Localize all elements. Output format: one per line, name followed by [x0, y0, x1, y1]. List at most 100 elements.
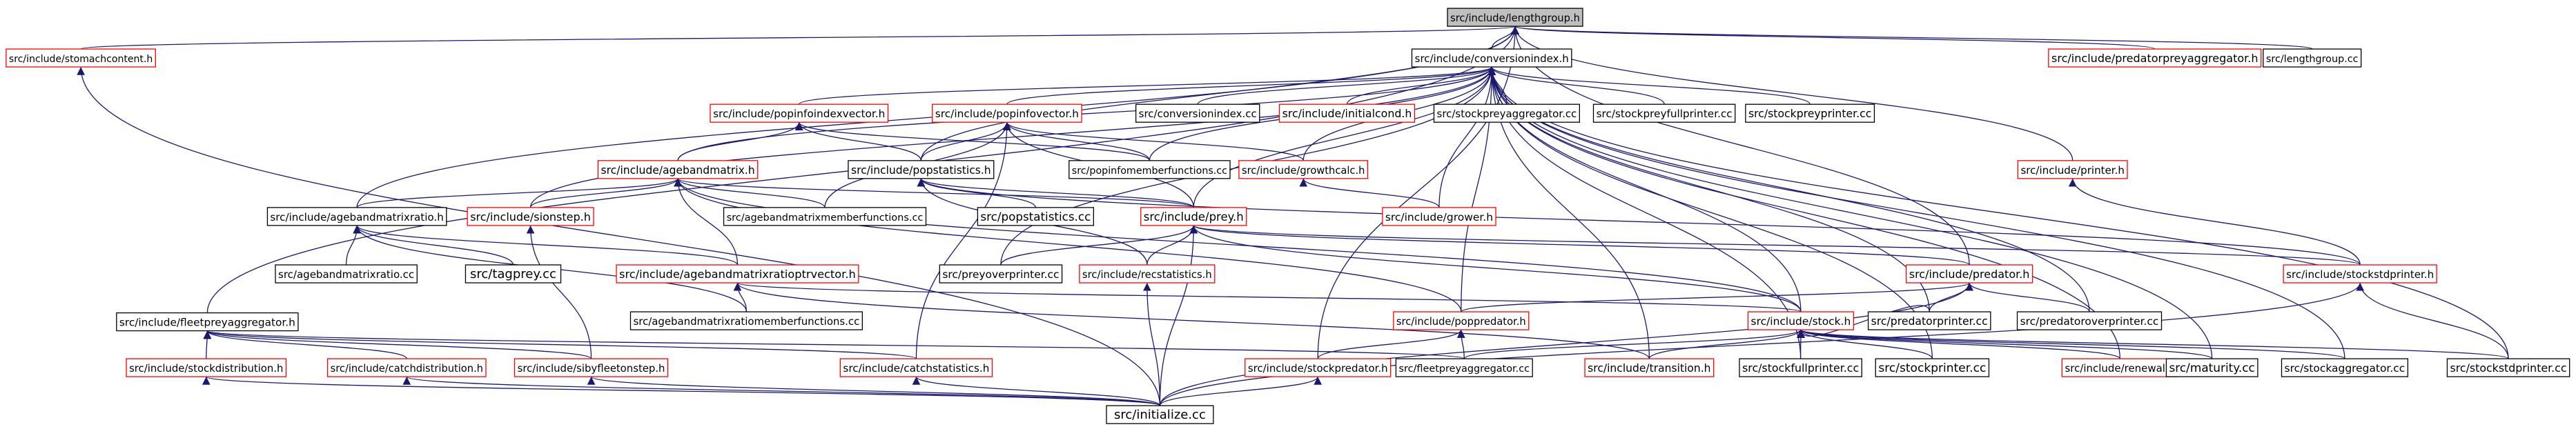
node-agebandmatrixratiomemberfunctions-cc[interactable]: src/agebandmatrixratiomemberfunctions.cc — [630, 311, 863, 330]
node-box — [465, 264, 562, 283]
node-agebandmatrixratioptrvector-h[interactable]: src/include/agebandmatrixratioptrvector.… — [616, 264, 859, 283]
edge-grower_h-to-conversionindex_h — [1438, 67, 1496, 208]
node-renewal-h[interactable]: src/include/renewal.h — [2061, 358, 2178, 377]
node-sionstep-h[interactable]: src/include/sionstep.h — [467, 207, 594, 226]
edge-sibyfleetonstep_h-to-sionstep_h — [526, 225, 592, 359]
node-box — [1875, 358, 1990, 377]
edge-tagprey_cc-to-agebandmatrixratio_h — [353, 225, 514, 266]
node-predator-h[interactable]: src/include/predator.h — [1906, 264, 2033, 283]
node-stockpreyprinter-cc[interactable]: src/stockpreyprinter.cc — [1745, 103, 1875, 123]
edge-initialize_cc-to-catchstatistics_h — [912, 376, 1161, 406]
node-stockpredator-h[interactable]: src/include/stockpredator.h — [1245, 358, 1392, 377]
node-label: src/include/printer.h — [2020, 164, 2125, 177]
node-stockstdprinter-cc[interactable]: src/stockstdprinter.cc — [2446, 358, 2570, 377]
node-stockstdprinter-h[interactable]: src/include/stockstdprinter.h — [2283, 264, 2437, 283]
node-label: src/popinfomemberfunctions.cc — [1072, 166, 1227, 177]
node-tagprey-cc[interactable]: src/tagprey.cc — [465, 264, 562, 283]
node-label: src/include/prey.h — [1144, 210, 1244, 223]
node-catchstatistics-h[interactable]: src/include/catchstatistics.h — [839, 358, 993, 377]
node-agebandmatrixratio-h[interactable]: src/include/agebandmatrixratio.h — [266, 207, 447, 226]
node-stockpreyfullprinter-cc[interactable]: src/stockpreyfullprinter.cc — [1592, 103, 1736, 123]
edge-stock_h-to-agebandmatrix_h — [674, 178, 1802, 312]
edge-catchstatistics_h-to-popinfovector_h — [915, 122, 1011, 359]
node-predatorprinter-cc[interactable]: src/predatorprinter.cc — [1867, 311, 1991, 330]
node-stockprinter-cc[interactable]: src/stockprinter.cc — [1875, 358, 1990, 377]
edge-sionstep_h-to-conversionindex_h — [529, 67, 1496, 208]
node-box — [1906, 264, 2033, 283]
node-lengthgroup-cc[interactable]: src/lengthgroup.cc — [2263, 48, 2362, 68]
node-predatorpreyaggregator-h[interactable]: src/include/predatorpreyaggregator.h — [2048, 48, 2262, 68]
node-box — [597, 160, 759, 179]
node-box — [116, 312, 299, 332]
node-agebandmatrixmemberfunctions-cc[interactable]: src/agebandmatrixmemberfunctions.cc — [723, 207, 927, 226]
node-box — [1382, 207, 1496, 226]
node-stomachcontent-h[interactable]: src/include/stomachcontent.h — [6, 48, 156, 68]
node-prey-h[interactable]: src/include/prey.h — [1140, 207, 1247, 226]
node-agebandmatrixratio-cc[interactable]: src/agebandmatrixratio.cc — [275, 264, 418, 283]
node-agebandmatrix-h[interactable]: src/include/agebandmatrix.h — [597, 160, 759, 179]
node-fleetpreyaggregator-cc[interactable]: src/fleetpreyaggregator.cc — [1395, 358, 1533, 377]
node-label: src/initialize.cc — [1114, 408, 1206, 422]
node-popinfoindexvector-h[interactable]: src/include/popinfoindexvector.h — [710, 103, 889, 123]
node-label: src/include/growthcalc.h — [1242, 165, 1365, 177]
node-preyoverprinter-cc[interactable]: src/preyoverprinter.cc — [939, 264, 1063, 283]
node-box — [1592, 103, 1736, 123]
node-popinfovector-h[interactable]: src/include/popinfovector.h — [931, 103, 1082, 123]
node-box — [977, 207, 1094, 226]
node-printer-h[interactable]: src/include/printer.h — [2017, 160, 2128, 179]
node-recstatistics-h[interactable]: src/include/recstatistics.h — [1079, 264, 1216, 283]
node-label: src/lengthgroup.cc — [2266, 54, 2359, 65]
edge-initialize_cc-to-predator_h — [1159, 283, 1973, 406]
node-maturity-cc[interactable]: src/maturity.cc — [2165, 358, 2258, 377]
node-box — [931, 103, 1082, 123]
node-popinfomemberfunctions-cc[interactable]: src/popinfomemberfunctions.cc — [1069, 160, 1231, 179]
node-box — [1140, 207, 1247, 226]
node-stockaggregator-cc[interactable]: src/stockaggregator.cc — [2281, 358, 2409, 377]
node-popstatistics-cc[interactable]: src/popstatistics.cc — [977, 207, 1094, 226]
node-label: src/popstatistics.cc — [980, 210, 1091, 223]
node-stock-h[interactable]: src/include/stock.h — [1747, 311, 1855, 330]
edge-predatoroverprinter_cc-to-predator_h — [1965, 282, 2090, 312]
node-growthcalc-h[interactable]: src/include/growthcalc.h — [1238, 160, 1369, 179]
edge-initialize_cc-to-sibyfleetonstep_h — [587, 376, 1161, 406]
node-initialcond-h[interactable]: src/include/initialcond.h — [1278, 103, 1416, 123]
edge-initialize_cc-to-recstatistics_h — [1143, 283, 1161, 406]
node-label: src/include/agebandmatrix.h — [601, 164, 755, 177]
edge-popstatistics_cc-to-popstatistics_h — [917, 178, 1036, 208]
node-label: src/include/popinfovector.h — [935, 108, 1079, 120]
edge-stockstdprinter_cc-to-conversionindex_h — [1487, 67, 2509, 359]
edge-initialize_cc-to-stockpredator_h — [1159, 376, 1322, 406]
node-label: src/fleetpreyaggregator.cc — [1399, 364, 1530, 375]
node-fleetpreyaggregator-h[interactable]: src/include/fleetpreyaggregator.h — [116, 312, 299, 332]
node-label: src/agebandmatrixmemberfunctions.cc — [727, 212, 924, 223]
node-label: src/predatorprinter.cc — [1871, 315, 1988, 328]
node-initialize-cc[interactable]: src/initialize.cc — [1106, 405, 1214, 424]
node-conversionindex-h[interactable]: src/include/conversionindex.h — [1411, 48, 1572, 68]
node-poppredator-h[interactable]: src/include/poppredator.h — [1393, 311, 1530, 330]
node-label: src/stockpreyprinter.cc — [1748, 107, 1871, 120]
edge-stock_h-to-prey_h — [1189, 225, 1802, 312]
node-box — [2016, 311, 2163, 330]
node-transition-h[interactable]: src/include/transition.h — [1584, 358, 1715, 377]
node-grower-h[interactable]: src/include/grower.h — [1382, 207, 1496, 226]
node-label: src/agebandmatrixratiomemberfunctions.cc — [634, 315, 860, 328]
edge-popinfoindexvector_h-to-conversionindex_h — [799, 66, 1496, 105]
node-sibyfleetonstep-h[interactable]: src/include/sibyfleetonstep.h — [514, 358, 669, 377]
edge-catchstatistics_h-to-fleetpreyaggregator_h — [204, 330, 917, 359]
node-stockfullprinter-cc[interactable]: src/stockfullprinter.cc — [1739, 358, 1862, 377]
node-popstatistics-h[interactable]: src/include/popstatistics.h — [848, 160, 995, 179]
node-box — [710, 103, 889, 123]
node-stockdistribution-h[interactable]: src/include/stockdistribution.h — [126, 358, 287, 377]
node-label: src/include/predator.h — [1909, 268, 2030, 281]
edge-agebandmatrixratioptrvector_h-to-agebandmatrix_h — [674, 178, 739, 266]
node-stockpreyaggregator-cc[interactable]: src/stockpreyaggregator.cc — [1433, 103, 1580, 123]
node-conversionindex-cc[interactable]: src/conversionindex.cc — [1135, 103, 1260, 123]
node-box — [2017, 160, 2128, 179]
edge-renewal_h-to-conversionindex_h — [1487, 67, 2120, 359]
node-box — [2446, 358, 2570, 377]
nodes-layer: src/include/lengthgroup.h src/include/sto… — [6, 8, 2570, 424]
node-predatoroverprinter-cc[interactable]: src/predatoroverprinter.cc — [2016, 311, 2163, 330]
node-catchdistribution-h[interactable]: src/include/catchdistribution.h — [326, 358, 487, 377]
node-lengthgroup-h: src/include/lengthgroup.h — [1447, 8, 1583, 27]
node-label: src/include/catchdistribution.h — [331, 363, 483, 375]
